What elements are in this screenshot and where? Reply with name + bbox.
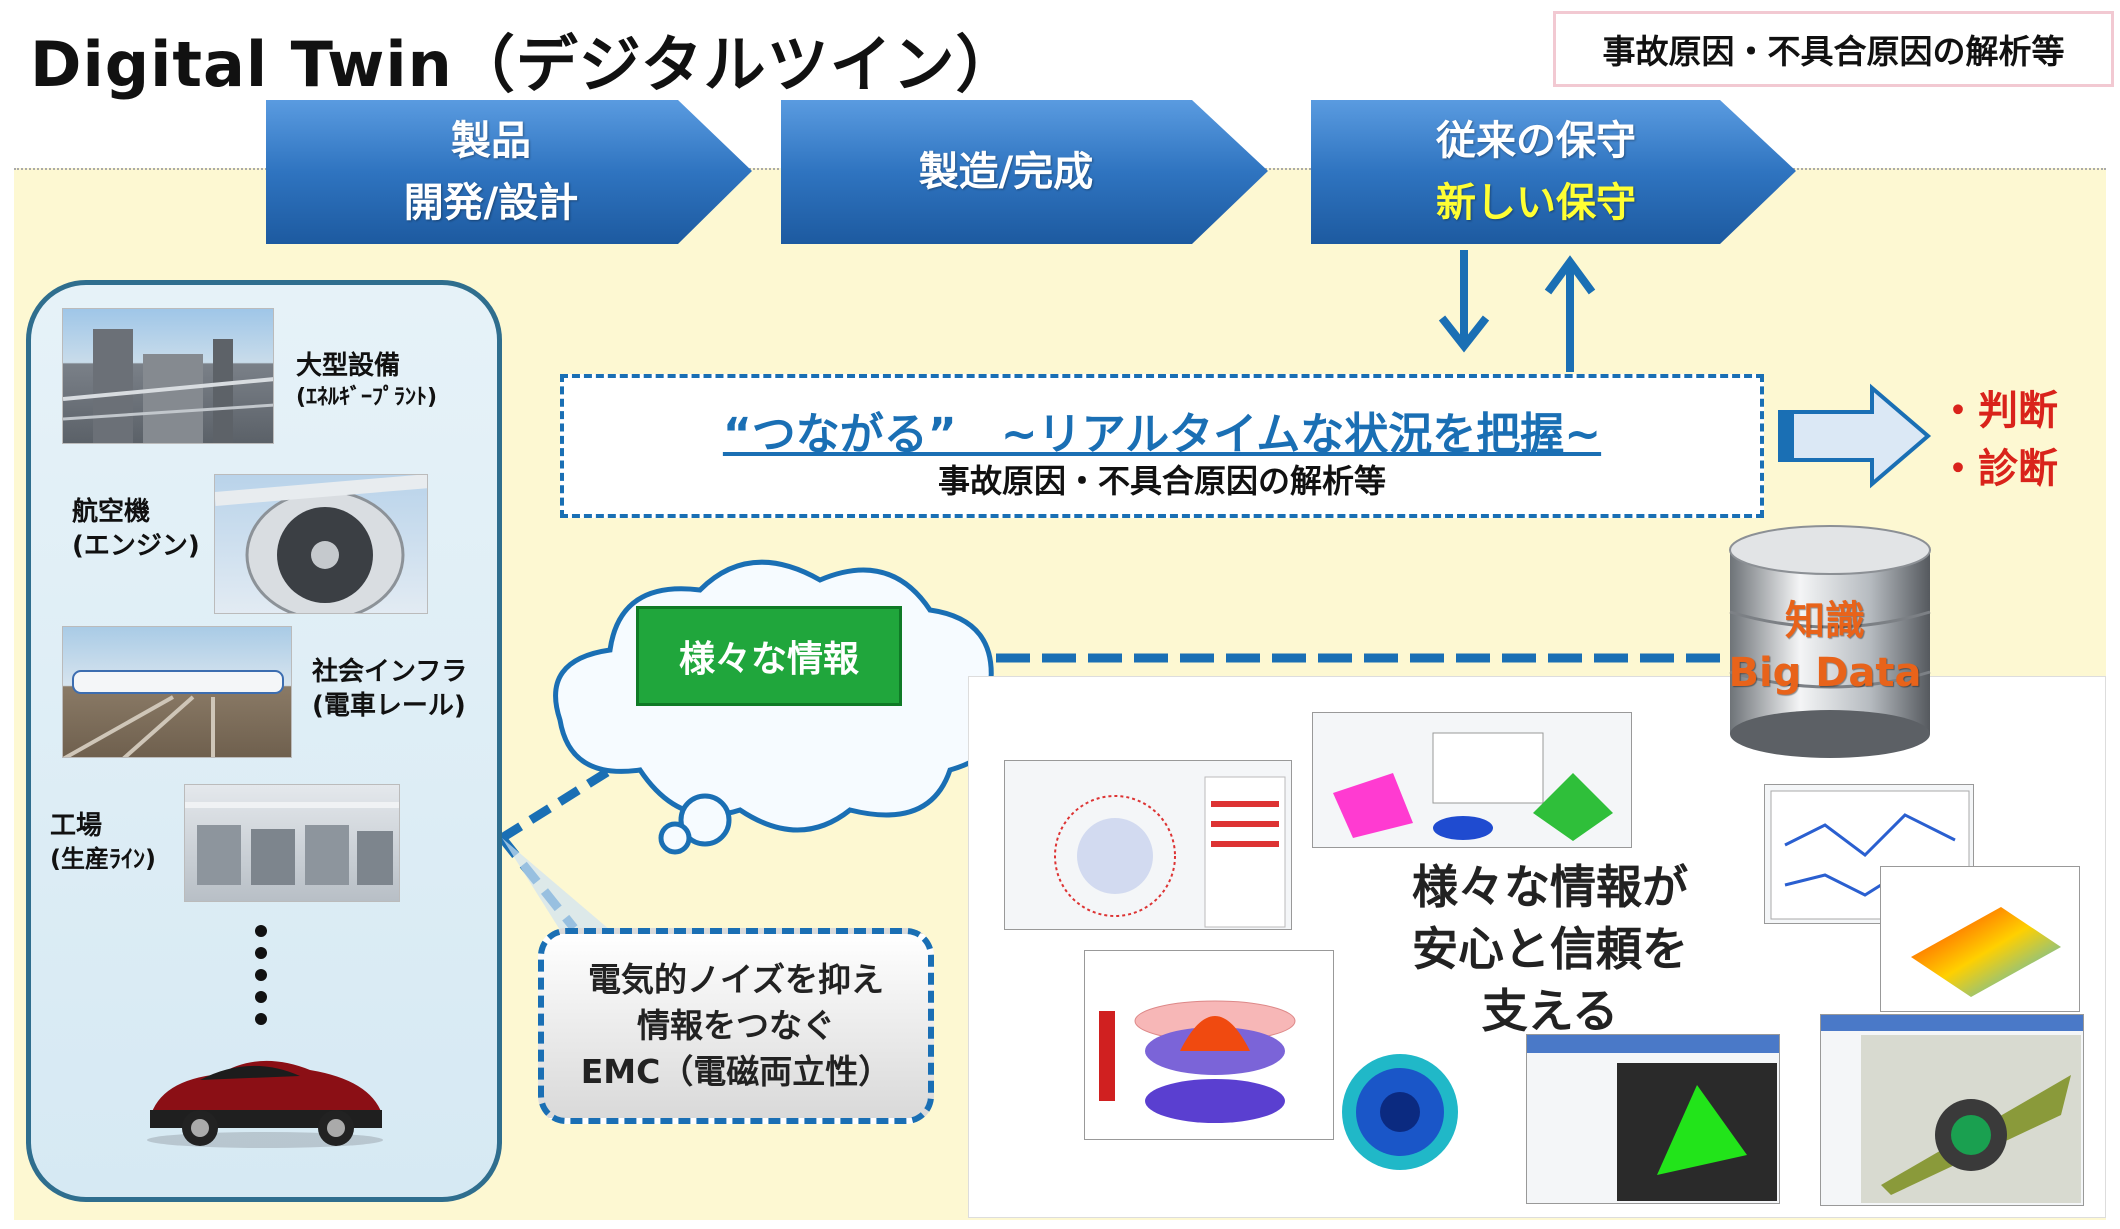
analysis-screenshot-7 <box>1820 1014 2084 1206</box>
emc-line3: EMC（電磁両立性） <box>580 1052 892 1092</box>
database-icon <box>1729 525 1931 758</box>
engine-icon <box>215 475 427 613</box>
database-label: 知識 Big Data <box>1720 595 1930 699</box>
factory-label: 工場 (生産ﾗｲﾝ) <box>50 810 156 875</box>
aircraft-label: 航空機 (エンジン) <box>72 496 200 564</box>
rail-photo <box>62 626 292 758</box>
outcome-arrow <box>1778 383 1932 489</box>
step3-line2: 新しい保守 <box>1436 180 1636 226</box>
more-items-ellipsis <box>255 925 269 1035</box>
various-info-box: 様々な情報 <box>636 606 902 706</box>
factory-icon <box>185 802 399 885</box>
aircraft-label-line2: (エンジン) <box>72 530 200 561</box>
aircraft-photo <box>214 474 428 614</box>
factory-photo <box>184 784 400 902</box>
connect-box <box>560 374 1764 518</box>
outcome-judge: ・判断 <box>1938 388 2058 434</box>
analysis-screenshot-2 <box>1312 712 1632 848</box>
plant-photo <box>62 308 274 444</box>
plant-label-line1: 大型設備 <box>296 351 401 381</box>
step2-chevron <box>781 100 1268 244</box>
polar-plot-thumbnail <box>1054 776 1286 928</box>
plant-icon <box>63 329 273 443</box>
connect-title: “つながる” ~リアルタイムな状況を把握~ <box>722 409 1602 460</box>
mechanical-model-thumbnail <box>1821 1015 2083 1203</box>
info-line2: 安心と信頼を <box>1412 922 1688 977</box>
aircraft-label-line1: 航空機 <box>72 497 151 527</box>
step1-text: 製品 開発/設計 <box>266 100 716 244</box>
simulation-thumbnail <box>1333 732 1613 841</box>
emc-line1: 電気的ノイズを抑え <box>587 959 884 999</box>
database-line2: Big Data <box>1728 650 1922 696</box>
step2-label: 製造/完成 <box>918 149 1094 195</box>
plant-label-line2: (ｴﾈﾙｷﾞｰﾌﾟﾗﾝﾄ) <box>296 384 438 410</box>
analysis-screenshot-6 <box>1526 1034 1780 1204</box>
factory-label-line2: (生産ﾗｲﾝ) <box>50 844 156 873</box>
infra-label-line2: (電車レール) <box>312 690 466 721</box>
step1-chevron <box>266 100 752 244</box>
car-icon <box>147 1060 383 1148</box>
top-summary-box: 事故原因・不具合原因の解析等 <box>1553 11 2114 87</box>
info-message: 様々な情報が 安心と信頼を 支える <box>1380 856 1720 1042</box>
train-icon <box>63 670 284 757</box>
step3-chevron <box>1311 100 1796 244</box>
analysis-screenshot-1 <box>1004 760 1292 930</box>
outcomes-list: ・判断 ・診断 <box>1938 382 2058 498</box>
3d-heat-thumbnail <box>1099 1000 1296 1123</box>
plant-label: 大型設備 (ｴﾈﾙｷﾞｰﾌﾟﾗﾝﾄ) <box>296 350 437 412</box>
analysis-screenshot-5 <box>1084 950 1334 1140</box>
emc-box: 電気的ノイズを抑え 情報をつなぐ EMC（電磁両立性） <box>538 928 934 1124</box>
step2-text: 製造/完成 <box>781 100 1231 244</box>
step1-line1: 製品 <box>451 118 531 164</box>
step1-line2: 開発/設計 <box>403 180 579 226</box>
connect-subtitle: 事故原因・不具合原因の解析等 <box>937 462 1386 500</box>
info-line1: 様々な情報が <box>1412 860 1688 914</box>
outcome-diagnose: ・診断 <box>1938 446 2058 492</box>
surface-plot-thumbnail <box>1911 907 2061 997</box>
database-line1: 知識 <box>1785 598 1865 644</box>
step3-text: 従来の保守 新しい保守 <box>1311 100 1761 244</box>
step3-line1: 従来の保守 <box>1436 118 1636 164</box>
page-title: Digital Twin（デジタルツイン） <box>30 28 1019 101</box>
cad-model-thumbnail <box>1527 1035 1779 1201</box>
infra-label: 社会インフラ (電車レール) <box>312 656 467 724</box>
analysis-screenshot-4 <box>1880 866 2080 1012</box>
process-arrows <box>266 100 1796 244</box>
infra-label-line1: 社会インフラ <box>312 657 468 687</box>
emc-line2: 情報をつなぐ <box>637 1005 835 1045</box>
turbine-icon <box>1342 1054 1458 1170</box>
factory-label-line1: 工場 <box>50 811 103 841</box>
info-line3: 支える <box>1481 984 1619 1039</box>
